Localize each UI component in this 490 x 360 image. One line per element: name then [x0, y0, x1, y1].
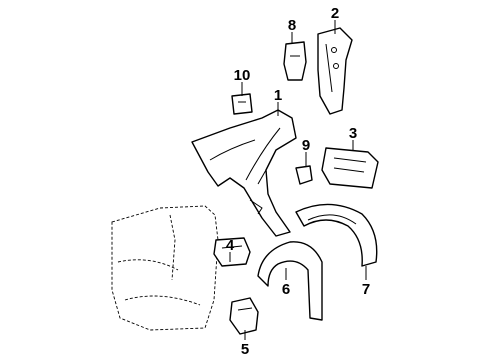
callout-6: 6 — [282, 281, 290, 298]
part-8-bracket — [283, 41, 307, 81]
part-3-bracket — [321, 147, 379, 189]
part-1-quarter-panel — [191, 109, 297, 237]
callout-3: 3 — [349, 125, 357, 142]
callout-7: 7 — [362, 281, 370, 298]
callout-4: 4 — [226, 237, 235, 254]
callout-9: 9 — [302, 137, 310, 154]
body-shell-outline — [111, 205, 219, 331]
callout-2: 2 — [331, 5, 339, 22]
part-7-liner — [295, 203, 378, 267]
callout-8: 8 — [288, 17, 296, 34]
callout-5: 5 — [241, 341, 249, 358]
part-2-pillar — [317, 27, 353, 115]
part-10-plate — [231, 93, 253, 115]
leader-lines — [229, 20, 367, 340]
callout-10: 10 — [234, 67, 251, 84]
part-9-bracket — [295, 165, 313, 185]
part-4-bracket — [213, 237, 251, 267]
callout-1: 1 — [274, 87, 282, 104]
part-6-wheelhouse — [257, 241, 323, 321]
callout-labels: 1 2 3 4 5 6 7 8 9 10 — [226, 5, 370, 358]
part-5-support — [229, 297, 259, 335]
